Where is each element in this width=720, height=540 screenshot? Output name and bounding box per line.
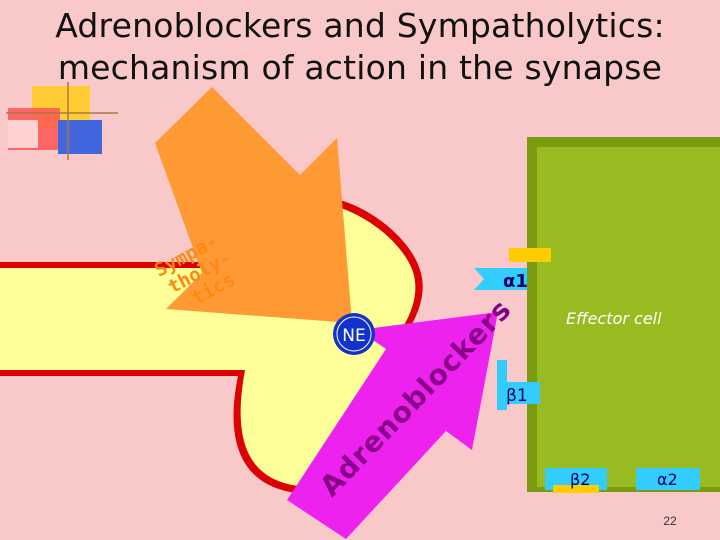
slide-title-line2: mechanism of action in the synapse <box>57 48 663 87</box>
alpha1-receptor <box>474 268 527 290</box>
adrenoblockers-arrow <box>287 312 498 539</box>
receptors <box>474 248 700 493</box>
beta2-label: β2 <box>570 470 590 489</box>
beta2-receptor <box>545 468 607 490</box>
ne-label: NE <box>342 326 365 346</box>
slide-title-line1: Adrenoblockers and Sympatholytics: <box>55 6 665 45</box>
beta1-label: β1 <box>506 386 528 406</box>
alpha1-label: α1 <box>503 271 528 292</box>
sympatholytics-arrow <box>155 87 352 323</box>
effector-cell-label: Effector cell <box>566 309 662 328</box>
decorative-squares <box>6 82 118 160</box>
page-number: 22 <box>663 514 677 528</box>
effector-cell <box>527 137 720 492</box>
alpha2-receptor <box>636 468 700 490</box>
beta2-receptor-base <box>553 485 599 493</box>
beta1-receptor <box>497 382 540 404</box>
norepinephrine-marker: NE <box>333 313 375 355</box>
alpha1-receptor-top <box>509 248 551 262</box>
alpha2-label: α2 <box>657 470 678 489</box>
